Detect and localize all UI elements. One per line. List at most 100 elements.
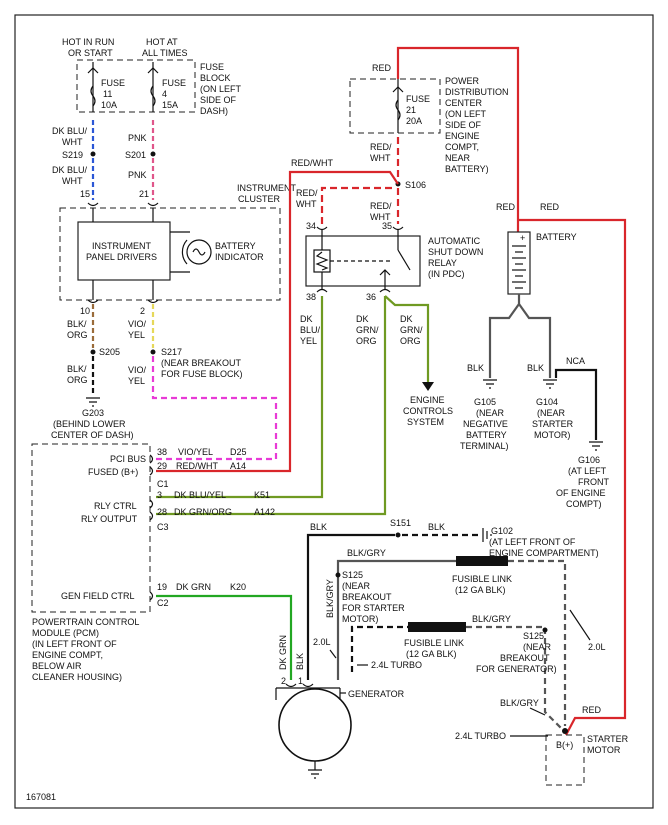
s125b-n3: FOR GENERATOR): [476, 664, 557, 674]
wire-blk-g105: [488, 294, 521, 378]
lbl-s219: S219: [62, 150, 83, 160]
wire-red-battery: [396, 46, 520, 232]
lbl-vioyel-b2: YEL: [128, 376, 145, 386]
fuse11-l3: 10A: [101, 100, 117, 110]
pcm-l3: (IN LEFT FRONT OF: [32, 639, 117, 649]
lamp-filament-icon: [192, 248, 206, 256]
lbl-s201: S201: [125, 150, 146, 160]
relay-coil-icon: [313, 249, 331, 273]
connector-icon: [149, 591, 154, 601]
pcm-box: [31, 443, 151, 613]
lbl-gen-pin1: 1: [298, 676, 303, 686]
lbl-k20: K20: [230, 582, 246, 592]
lbl-vioyel-b1: VIO/: [128, 365, 147, 375]
fuse4-l3: 15A: [162, 100, 178, 110]
lbl-pin34: 34: [306, 221, 316, 231]
lbl-blk-a: BLK: [467, 363, 484, 373]
s125b-n2: BREAKOUT: [500, 653, 550, 663]
ecs-l3: SYSTEM: [407, 417, 444, 427]
fuse4-l2: 4: [162, 89, 167, 99]
wire-blk-gry-turbo: [466, 625, 564, 731]
lbl-redwht-top: RED/WHT: [291, 158, 333, 168]
lbl-c2: C2: [157, 598, 169, 608]
g104-l1: G104: [536, 397, 558, 407]
lbl-pci-bus: PCI BUS: [110, 454, 146, 464]
cluster-l2: CLUSTER: [238, 194, 281, 204]
battery-plus: +: [520, 233, 525, 243]
asd-relay-box: [305, 235, 421, 287]
s125a-n4: MOTOR): [342, 614, 378, 624]
instrument-cluster-box: [59, 207, 281, 301]
g106-l3: FRONT: [578, 477, 609, 487]
fuse-block-l3: (ON LEFT: [200, 84, 242, 94]
pcm-l4: ENGINE COMPT,: [32, 650, 103, 660]
lbl-g102: G102: [491, 526, 513, 536]
connector-icon: [316, 226, 328, 231]
batt-ind-l1: BATTERY: [215, 241, 256, 251]
pcm-l6: CLEANER HOUSING): [32, 672, 122, 682]
lbl-d25: D25: [230, 447, 247, 457]
lbl-g203: G203: [82, 408, 104, 418]
lbl-dkblu-a1: DK BLU/: [52, 126, 88, 136]
lbl-red-top: RED: [372, 63, 392, 73]
g105-l5: TERMINAL): [460, 441, 509, 451]
g105-l2: (NEAR: [476, 408, 505, 418]
lbl-blkorg-a2: ORG: [67, 330, 88, 340]
splice-s219: [90, 151, 96, 157]
lbl-blkgry-b: BLK/GRY: [472, 614, 511, 624]
splice-s151: [395, 532, 401, 538]
wire-blk-gry-s125a: [336, 559, 456, 680]
lbl-rly-output: RLY OUTPUT: [81, 514, 138, 524]
lbl-blk-right: BLK: [428, 522, 445, 532]
pdc-l2: DISTRIBUTION: [445, 87, 509, 97]
fuse-block-l5: DASH): [200, 106, 228, 116]
lbl-s205: S205: [99, 347, 120, 357]
fusible-b-l1: FUSIBLE LINK: [404, 638, 464, 648]
wire-vio-yel-pci: [151, 356, 278, 461]
lbl-pin2: 2: [140, 306, 145, 316]
s125a-n2: BREAKOUT: [342, 592, 392, 602]
hot-all-label: HOT AT: [146, 37, 178, 47]
outer-frame: [14, 14, 654, 809]
pdc-l3: CENTER: [445, 98, 483, 108]
pdc-l1: POWER: [445, 76, 480, 86]
wire-blk-gry-s125b: [350, 625, 408, 672]
lbl-dkbluyel-2: BLU/: [300, 325, 321, 335]
pdc-box: [349, 78, 441, 134]
fuse-arrow-icon: [392, 86, 404, 93]
asd-l2: SHUT DOWN: [428, 247, 483, 257]
fusible-link-b: [408, 622, 466, 632]
fuse-4-icon: [150, 85, 156, 107]
fusible-a-l2: (12 GA BLK): [455, 585, 506, 595]
lbl-pin10: 10: [80, 306, 90, 316]
lbl-dkgrnorg-a2: GRN/: [356, 325, 379, 335]
fuse21-l1: FUSE: [406, 94, 430, 104]
ecs-l2: CONTROLS: [403, 406, 453, 416]
wire-red-wht-pcm: [156, 170, 399, 473]
lbl-2-4l-b: 2.4L TURBO: [455, 731, 506, 741]
hot-run-label: HOT IN RUN: [62, 37, 114, 47]
connector-icon: [147, 299, 159, 304]
fuse-block-l4: SIDE OF: [200, 95, 237, 105]
lbl-battery: BATTERY: [536, 232, 577, 242]
hot-run-label-2: OR START: [68, 48, 113, 58]
g106-l2: (AT LEFT: [568, 466, 607, 476]
fusible-a-l1: FUSIBLE LINK: [452, 574, 512, 584]
generator-icon: [278, 688, 352, 762]
arrow-down-icon: [422, 382, 434, 391]
connector-icon: [285, 683, 297, 688]
starter-motor-box: [545, 734, 585, 786]
fuse11-l1: FUSE: [101, 78, 125, 88]
battery-icon: [507, 231, 531, 295]
lbl-redwht-a2: WHT: [370, 153, 391, 163]
pdc-l4: (ON LEFT: [445, 109, 487, 119]
lbl-pcm-pin28: 28: [157, 507, 167, 517]
splice-s205: [90, 349, 96, 355]
starter-terminal: [562, 728, 568, 734]
g102-n1: (AT LEFT FRONT OF: [489, 537, 576, 547]
connector-icon: [149, 499, 154, 509]
fuse11-l2: 11: [103, 89, 112, 99]
connector-icon: [379, 288, 391, 293]
